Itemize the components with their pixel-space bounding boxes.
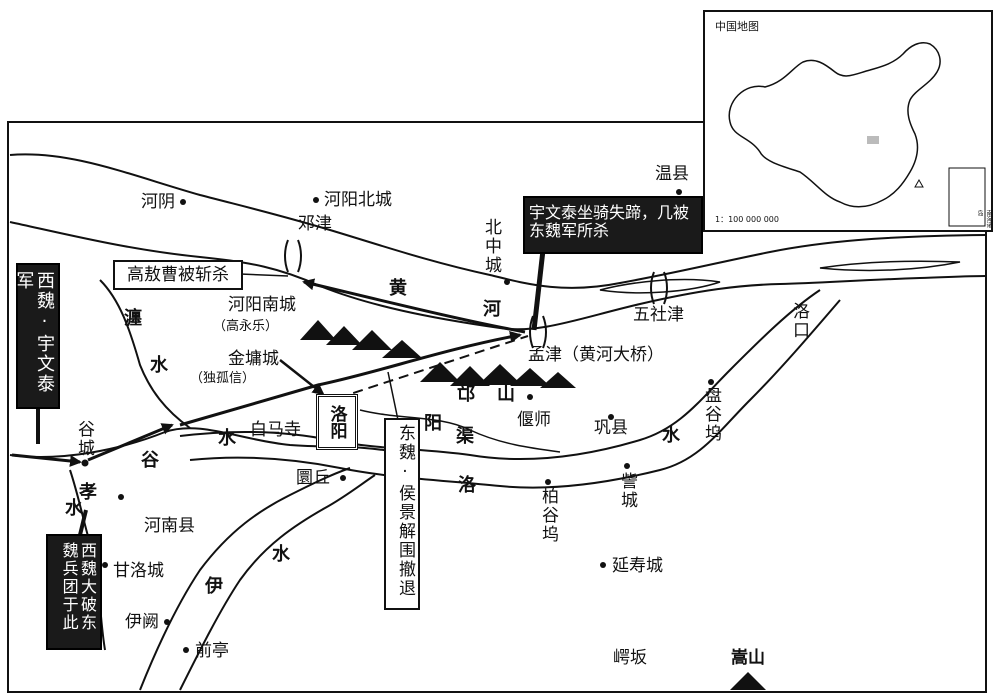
inset-title: 中国地图 <box>715 20 759 33</box>
place-gongxian: 巩县 <box>594 418 628 438</box>
river-label-gu: 谷 <box>141 450 159 471</box>
pointer-hou-jing <box>387 371 399 421</box>
place-luokou: 洛口 <box>789 302 809 340</box>
label-western-wei-victory: 西魏大破东魏兵团于此 <box>46 534 102 650</box>
place-zicheng: 訾城 <box>617 472 637 510</box>
river-label-huang: 黄 <box>389 278 407 299</box>
mang-mountains <box>300 320 576 388</box>
yellow-river-north-bank <box>9 153 987 289</box>
river-label-luo-shui: 水 <box>662 425 680 446</box>
army-arrow-west-wei-2 <box>87 423 174 462</box>
river-island <box>599 278 721 294</box>
army-arrow-west-wei-1 <box>11 453 82 467</box>
yellow-river-south-bank <box>9 221 987 331</box>
ferry-crossing-mengjin <box>529 315 547 349</box>
place-yanshi: 偃师 <box>517 410 551 430</box>
label-western-wei-army: 西魏·宇文泰军 <box>13 263 60 409</box>
place-qianting: 前亭 <box>195 641 229 661</box>
place-beizhong: 北中城 <box>481 218 501 275</box>
place-pangu: 盘谷坞 <box>701 386 721 443</box>
place-gao-yongle: （高永乐） <box>213 319 279 334</box>
river-label-yangqu-yang: 阳 <box>424 413 442 434</box>
place-gucheng: 谷城 <box>74 420 94 458</box>
mountain-label-shan: 山 <box>497 384 515 405</box>
label-gao-aocao-killed: 高敖曹被斩杀 <box>113 260 243 290</box>
river-label-yi-shui: 水 <box>272 544 290 565</box>
pointer-gao-aocao <box>239 273 289 277</box>
yangqu-canal <box>359 409 561 453</box>
place-ganluo: 甘洛城 <box>113 561 164 581</box>
place-wushejin: 五社津 <box>633 305 684 325</box>
china-outline <box>728 42 986 227</box>
luoyang-label: 洛阳 <box>326 405 347 439</box>
place-eban: 崿坂 <box>613 648 647 668</box>
place-heyang-north: 河阳北城 <box>324 190 392 210</box>
luoyang-city-marker: 洛阳 <box>316 394 358 450</box>
place-mengjin: 孟津（黄河大桥） <box>528 345 664 365</box>
place-dengjin: 邓津 <box>298 214 332 234</box>
place-jinyong: 金墉城 <box>228 349 279 369</box>
label-hou-jing-retreat: 东魏·侯景解围撤退 <box>384 418 420 610</box>
place-baimasi: 白马寺 <box>250 420 301 440</box>
river-label-xiao-shui: 水 <box>65 498 83 519</box>
army-arrow-west-wei-3 <box>179 330 522 427</box>
pointer-wei-defeat <box>78 509 88 536</box>
song-mountain <box>730 672 766 690</box>
ferry-crossing-dengjin <box>284 239 302 273</box>
luo-river-south-bank <box>189 299 841 489</box>
pointer-yuwen-tai <box>531 249 546 331</box>
river-label-gu-shui: 水 <box>218 428 236 449</box>
river-label-xiao: 孝 <box>79 482 97 503</box>
retreat-line-east-wei <box>337 335 529 399</box>
place-wenxian: 温县 <box>655 164 689 184</box>
yi-river-west-bank <box>139 467 351 691</box>
inset-scale: 1：100 000 000 <box>715 215 779 224</box>
place-songshan: 嵩山 <box>731 648 765 668</box>
place-huanqiu: 圜丘 <box>296 468 330 488</box>
river-label-luo: 洛 <box>458 475 476 496</box>
chan-river <box>99 279 191 429</box>
inset-china-map: 中国地图 南海诸岛 1：100 000 000 <box>703 10 993 232</box>
inset-south-sea-label: 南海诸岛 <box>976 210 992 228</box>
mountain-label-mang: 邙 <box>457 384 475 405</box>
army-arrow-jinyong <box>279 359 325 396</box>
river-label-yangqu-qu: 渠 <box>456 426 474 447</box>
river-label-chan: 瀍 <box>124 308 142 329</box>
ferry-crossing-wushejin <box>650 271 668 305</box>
place-henan: 河南县 <box>144 516 195 536</box>
place-yique: 伊阙 <box>125 612 159 632</box>
place-baigu: 柏谷坞 <box>538 487 558 544</box>
river-label-yi: 伊 <box>205 576 223 597</box>
yi-river-east-bank <box>179 474 376 691</box>
place-heyang-south: 河阳南城 <box>228 295 296 315</box>
place-heyin: 河阴 <box>141 192 175 212</box>
luo-river-north-bank <box>179 289 821 461</box>
river-label-chan-shui: 水 <box>150 355 168 376</box>
army-arrow-to-heyang-south <box>302 278 526 334</box>
label-yuwen-tai-stumbled: 宇文泰坐骑失蹄，几被东魏军所杀 <box>523 196 703 254</box>
river-island <box>819 260 961 272</box>
place-dugu-xin: （独孤信） <box>190 371 256 386</box>
river-label-he: 河 <box>483 299 501 320</box>
place-yanshou: 延寿城 <box>612 556 663 576</box>
